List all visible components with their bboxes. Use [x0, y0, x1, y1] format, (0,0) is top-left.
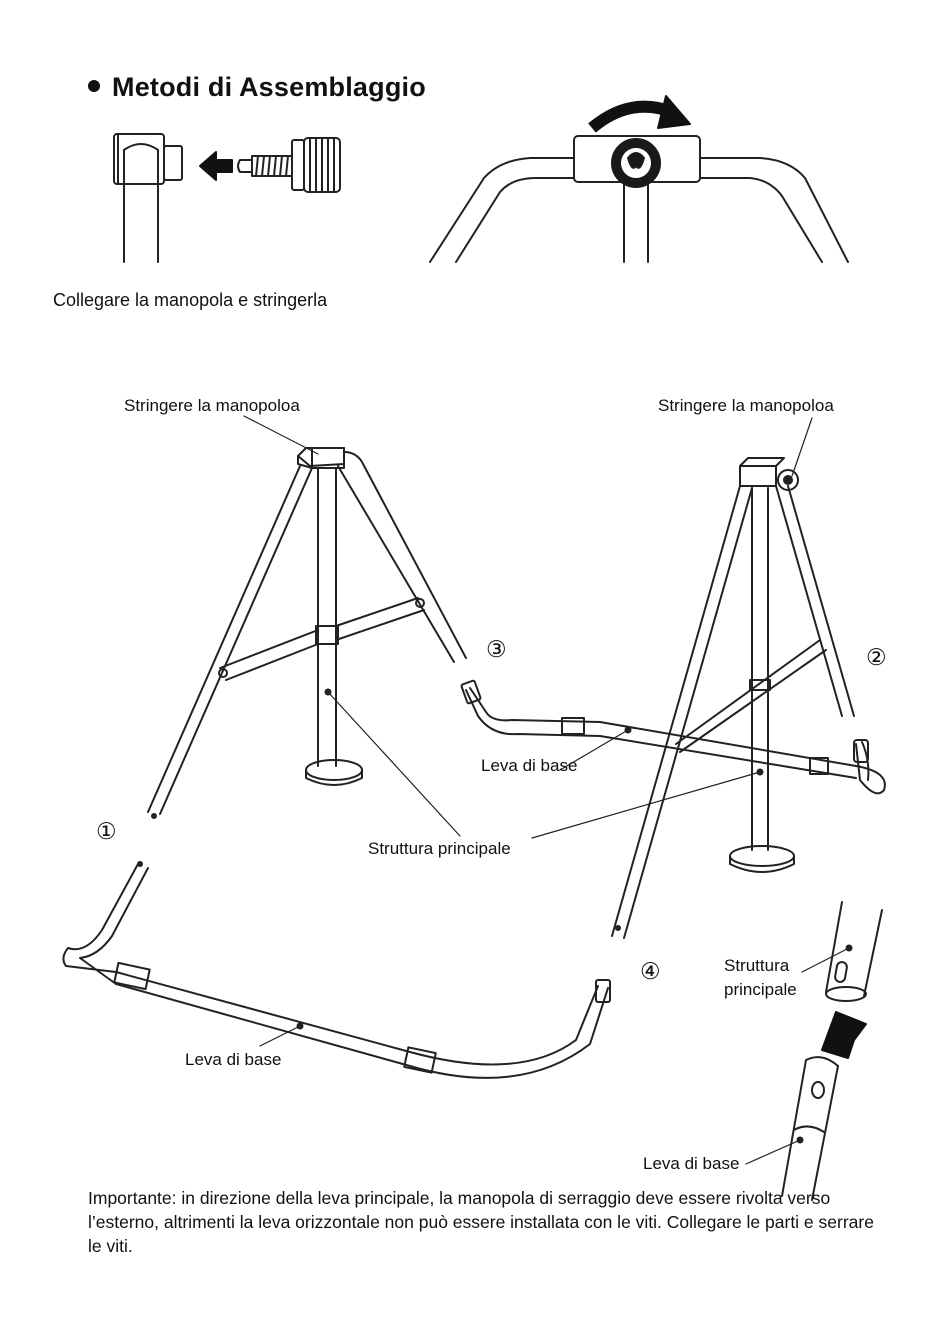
main-frame-label: Struttura principale: [368, 839, 511, 858]
step-number-3: ③: [486, 636, 507, 662]
important-note: Importante: in direzione della leva prin…: [88, 1188, 874, 1256]
base-bar-detail-label: Leva di base: [643, 1154, 740, 1173]
frame-top-detail: [429, 95, 849, 263]
main-frame-detail-label-1: Struttura: [724, 956, 790, 975]
step-caption: Collegare la manopola e stringerla: [53, 290, 328, 310]
step-number-2: ②: [866, 644, 887, 670]
main-frame-detail-label-2: principale: [724, 980, 797, 999]
left-frame: [147, 415, 467, 837]
knob-label-right: Stringere la manopoloa: [658, 396, 834, 415]
knob-label-left: Stringere la manopoloa: [124, 396, 300, 415]
base-bar-label-center: Leva di base: [481, 756, 578, 775]
connector-knob-detail: [113, 133, 341, 263]
step-number-4: ④: [640, 958, 661, 984]
bullet-icon: [88, 79, 100, 92]
tube-insert-detail: [745, 901, 883, 1201]
right-frame: [460, 417, 886, 939]
base-bar-bottom: [62, 861, 611, 1079]
page-title-text: Metodi di Assemblaggio: [112, 72, 426, 102]
page-title: Metodi di Assemblaggio: [88, 72, 426, 103]
step-number-1: ①: [96, 818, 117, 844]
base-bar-label-bottom: Leva di base: [185, 1050, 282, 1069]
